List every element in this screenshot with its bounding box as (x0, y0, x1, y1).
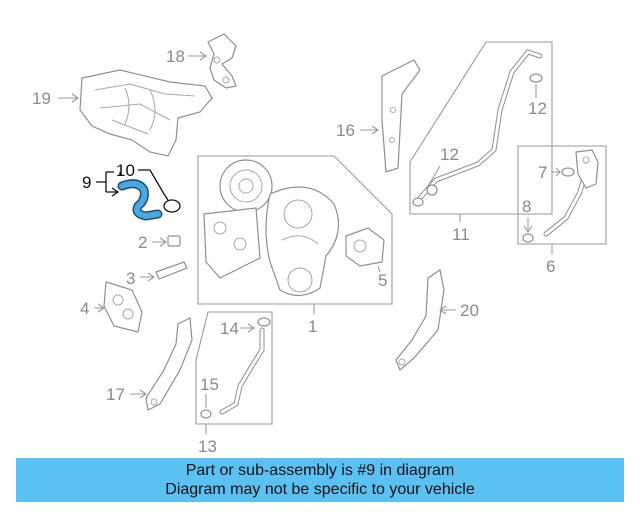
part-19-heat-shield[interactable] (79, 69, 213, 157)
leader-7 (552, 167, 561, 177)
leader-18 (188, 51, 207, 61)
callout-13: 13 (198, 437, 217, 456)
part-8-seal[interactable] (522, 233, 534, 243)
callout-15: 15 (200, 375, 219, 394)
leader-17 (130, 389, 147, 399)
callout-9: 9 (82, 173, 91, 192)
part-5-wastegate-actuator[interactable] (345, 227, 385, 267)
callout-2: 2 (138, 233, 147, 252)
callout-7: 7 (538, 163, 547, 182)
leader-4 (94, 303, 105, 313)
leader-8 (523, 218, 533, 233)
callout-12-lower: 12 (440, 145, 459, 164)
leader-10 (119, 169, 169, 201)
part-6-oil-return-line[interactable] (543, 149, 599, 237)
leader-12-lower (427, 165, 441, 187)
callout-20: 20 (460, 301, 479, 320)
box-oil-return-assembly (517, 145, 607, 245)
callout-3: 3 (126, 269, 135, 288)
callout-18: 18 (166, 47, 185, 66)
leader-5 (377, 265, 381, 273)
part-4-gasket[interactable] (103, 281, 143, 333)
part-13-coolant-line[interactable] (219, 317, 271, 415)
part-3-stud[interactable] (155, 261, 188, 280)
parts-diagram: 19 18 9 10 2 3 4 (32, 33, 607, 456)
part-7-seal[interactable] (561, 167, 575, 177)
callout-11: 11 (452, 225, 470, 244)
box-oil-line-assembly (409, 41, 553, 215)
part-2-nut[interactable] (167, 235, 181, 247)
part-15-seal[interactable] (200, 409, 212, 419)
callout-5: 5 (378, 271, 387, 290)
callout-19: 19 (32, 89, 51, 108)
leader-3 (140, 272, 155, 282)
callout-16: 16 (336, 121, 355, 140)
callout-14: 14 (220, 319, 239, 338)
callout-8: 8 (522, 197, 531, 216)
part-10-hose-clamp[interactable] (163, 199, 181, 213)
part-11-oil-feed-line[interactable] (412, 49, 543, 207)
part-16-gasket[interactable] (381, 59, 421, 173)
callout-6: 6 (546, 257, 555, 276)
callout-1: 1 (308, 317, 317, 336)
leader-19 (58, 93, 79, 103)
callout-10: 10 (116, 161, 135, 180)
part-1-turbocharger[interactable] (203, 159, 340, 297)
diagram-caption-banner: Part or sub-assembly is #9 in diagram Di… (16, 458, 624, 502)
callout-17: 17 (106, 385, 125, 404)
box-turbocharger-assembly (197, 155, 393, 305)
part-12-seal-upper[interactable] (529, 73, 543, 83)
part-20-bracket[interactable] (395, 269, 445, 372)
callout-4: 4 (80, 299, 89, 318)
part-9-coolant-hose[interactable] (117, 179, 163, 221)
leader-14 (240, 323, 255, 333)
leader-16 (360, 125, 379, 135)
part-18-bracket[interactable] (207, 33, 237, 89)
caption-line-2: Diagram may not be specific to your vehi… (165, 481, 475, 498)
leader-2 (152, 237, 167, 247)
caption-line-1: Part or sub-assembly is #9 in diagram (185, 462, 455, 479)
part-17-bracket[interactable] (145, 317, 193, 411)
leader-20 (439, 305, 456, 315)
box-coolant-line-assembly (195, 311, 273, 425)
leader-9 (96, 171, 120, 197)
callout-12-upper: 12 (528, 99, 547, 118)
